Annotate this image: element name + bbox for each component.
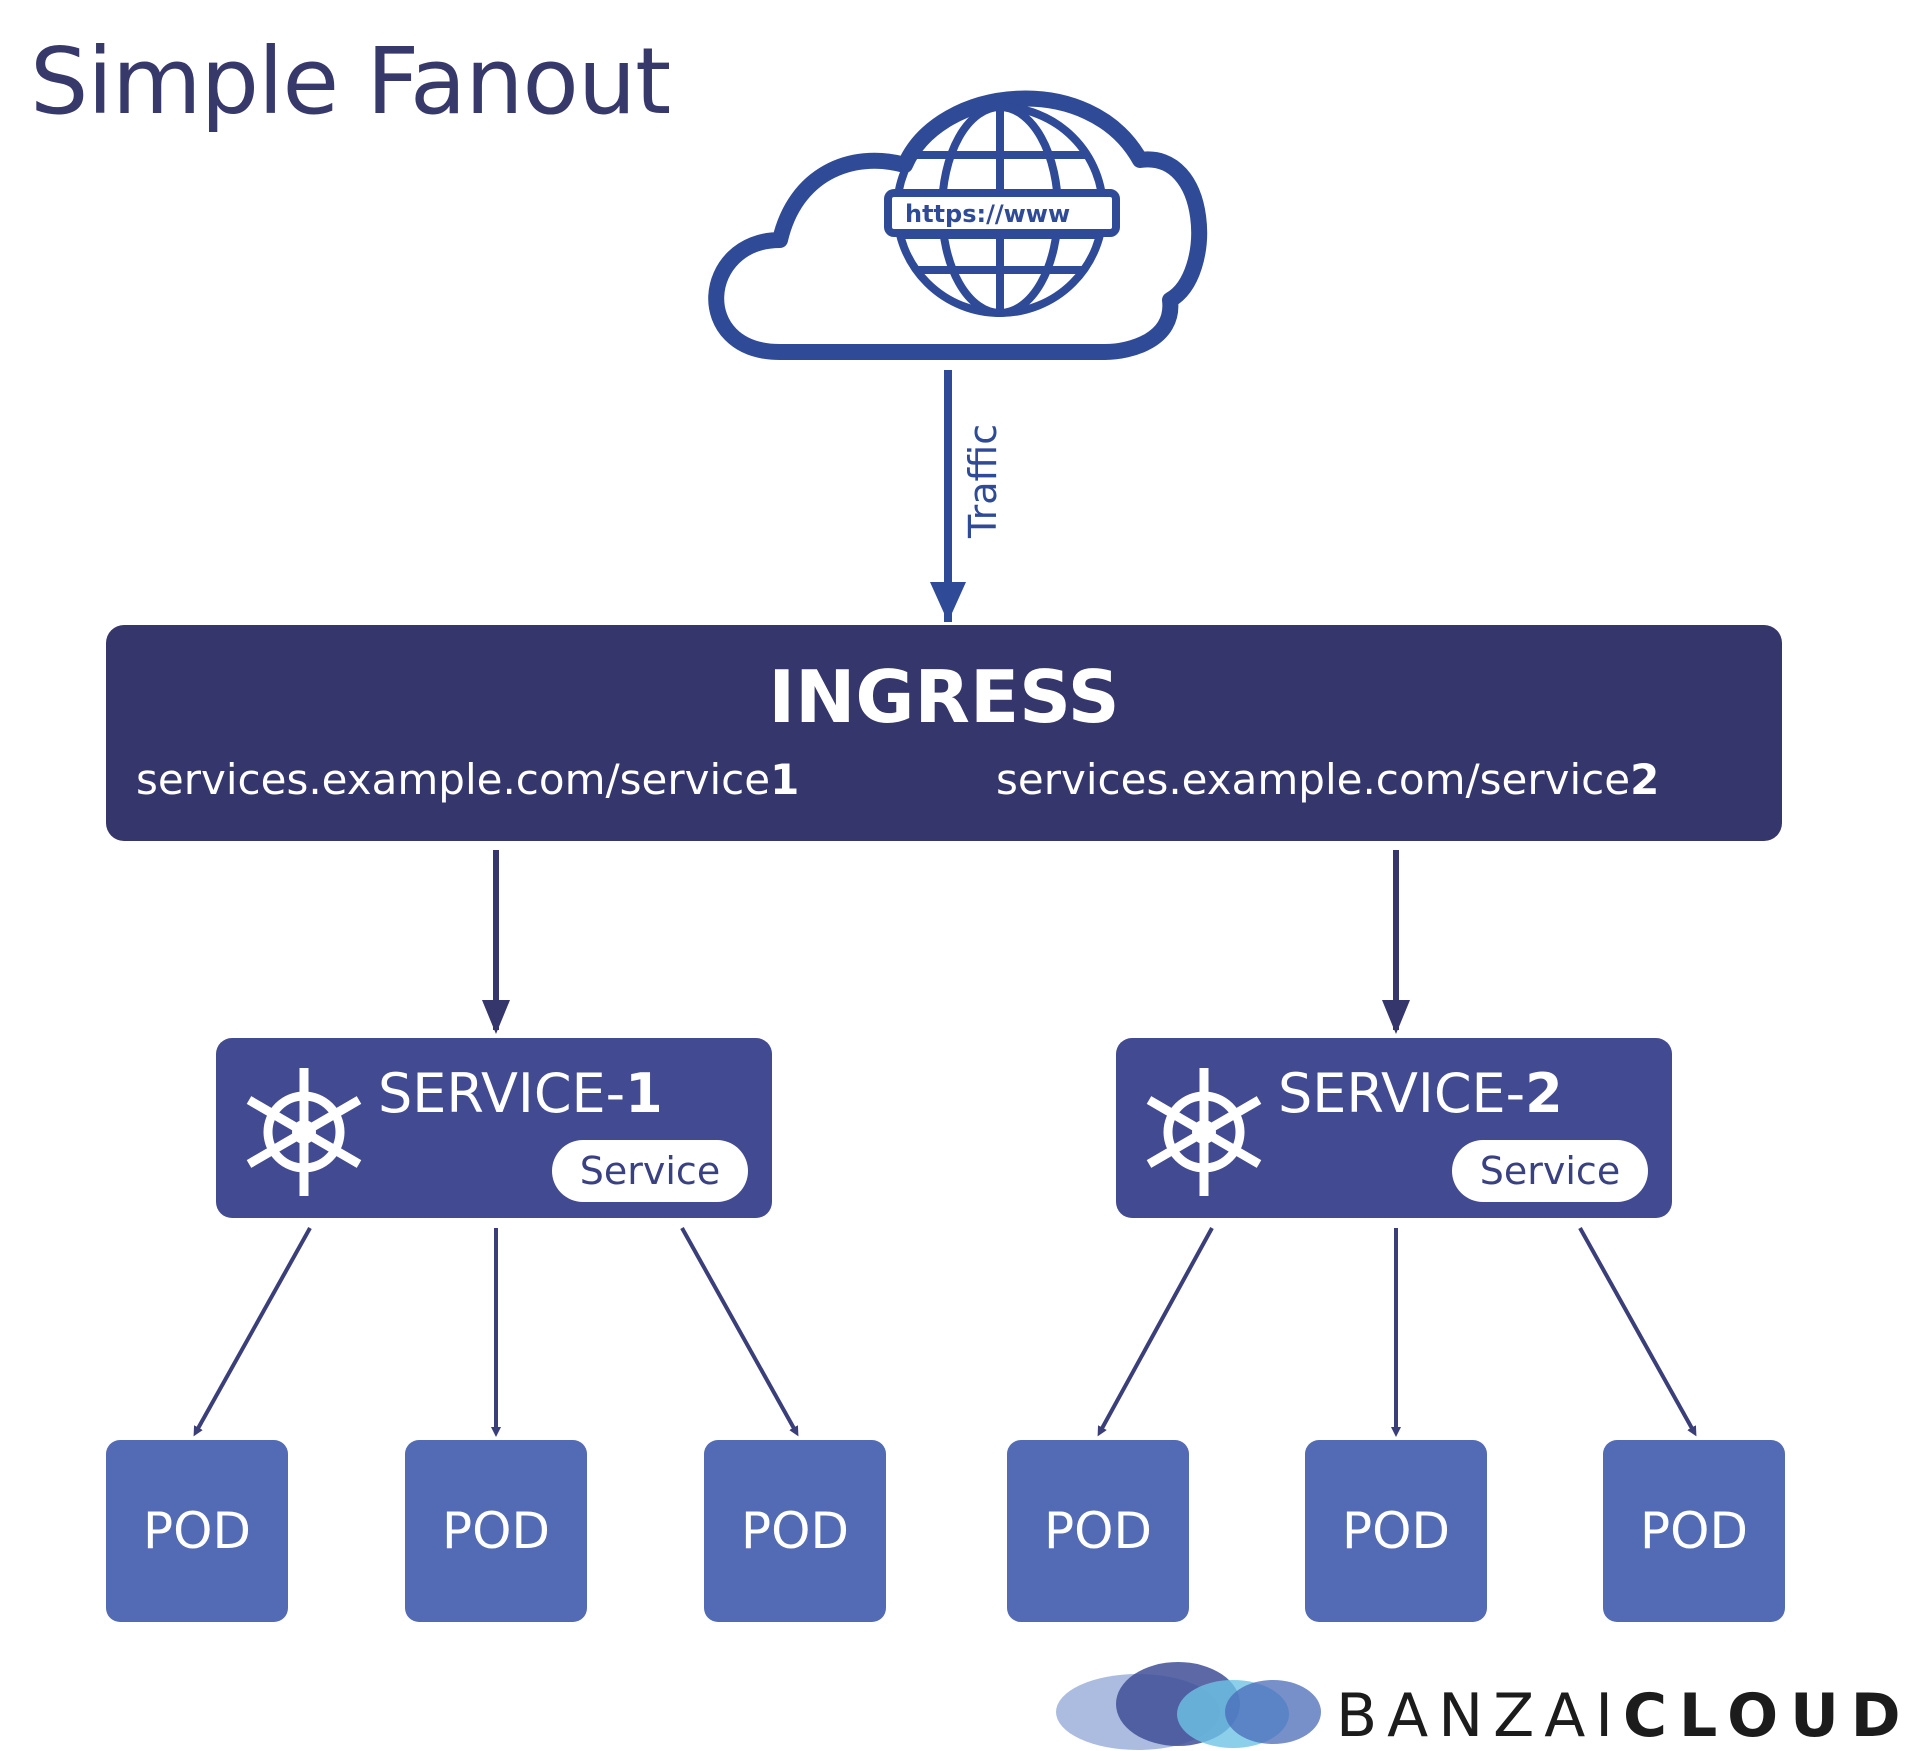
pod-6: POD <box>1603 1440 1785 1622</box>
service-1-badge: Service <box>552 1140 748 1202</box>
kubernetes-helm-icon <box>246 1068 362 1196</box>
banzai-cloud-wordmark: BANZAICLOUD <box>1336 1681 1913 1751</box>
ingress-title: INGRESS <box>768 655 1120 739</box>
page-title: Simple Fanout <box>30 28 671 135</box>
url-bar <box>884 189 1120 237</box>
service-2-number: 2 <box>1525 1062 1563 1125</box>
pod-1: POD <box>106 1440 288 1622</box>
logo-part-2: CLOUD <box>1622 1681 1913 1751</box>
pod-3: POD <box>704 1440 886 1622</box>
service-1-box: SERVICE-1 Service <box>216 1038 772 1218</box>
service-1-name: SERVICE-1 <box>378 1062 663 1125</box>
service-2-box: SERVICE-2 Service <box>1116 1038 1672 1218</box>
service-2-badge: Service <box>1452 1140 1648 1202</box>
service-1-name-prefix: SERVICE- <box>378 1062 626 1125</box>
logo-part-1: BANZAI <box>1336 1681 1623 1751</box>
route-1-prefix: services.example.com/service <box>136 755 771 804</box>
route-1-suffix: 1 <box>770 755 800 804</box>
ingress-route-2: services.example.com/service2 <box>996 755 1659 804</box>
service-1-to-pod-1-arrow <box>193 1227 312 1437</box>
ingress-route-1: services.example.com/service1 <box>136 755 799 804</box>
pod-5: POD <box>1305 1440 1487 1622</box>
service-2-name: SERVICE-2 <box>1278 1062 1563 1125</box>
route-2-suffix: 2 <box>1630 755 1660 804</box>
traffic-arrowhead <box>930 582 966 622</box>
service-2-to-pod-6-arrow <box>1578 1227 1697 1437</box>
ingress-to-service-2-arrowhead <box>1382 1000 1410 1034</box>
pod-2: POD <box>405 1440 587 1622</box>
service-1-number: 1 <box>625 1062 663 1125</box>
pod-4: POD <box>1007 1440 1189 1622</box>
url-label: https://www <box>905 200 1070 228</box>
service-2-to-pod-4-arrow <box>1097 1227 1214 1437</box>
service-1-to-pod-3-arrow <box>680 1227 799 1437</box>
service-2-name-prefix: SERVICE- <box>1278 1062 1526 1125</box>
ingress-box: INGRESS services.example.com/service1 se… <box>106 625 1782 841</box>
ingress-to-service-1-arrowhead <box>482 1000 510 1034</box>
kubernetes-helm-icon <box>1146 1068 1262 1196</box>
traffic-label: Traffic <box>961 424 1005 539</box>
route-2-prefix: services.example.com/service <box>996 755 1631 804</box>
banzai-cloud-logo-icon <box>1056 1662 1321 1750</box>
